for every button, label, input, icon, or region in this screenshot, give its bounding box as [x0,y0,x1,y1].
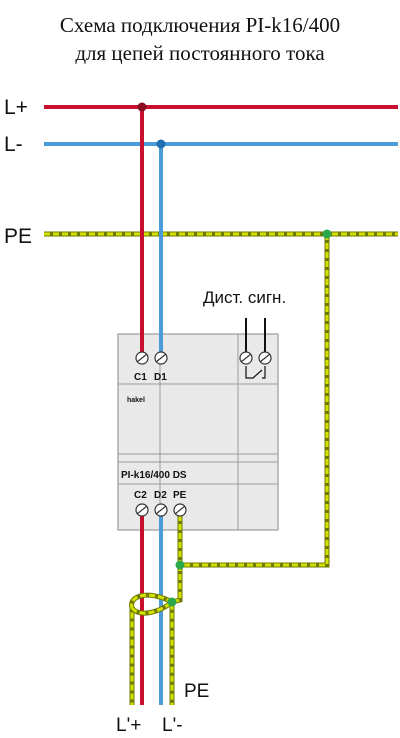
diagram-title-line-2: для цепей постоянного тока [75,41,325,65]
l-minus-label: L- [4,133,23,156]
l-minus-output-label: L'- [162,715,183,736]
l-plus-junction [137,102,147,112]
brand-logo: hakel [127,397,145,404]
terminal-c1-screw [135,351,149,365]
device-body [117,333,279,531]
terminal-c1-label: C1 [134,372,147,383]
signal-terminal-1-screw [239,351,253,365]
pe-output-wire [129,565,183,705]
signal-contact-symbol [245,366,266,379]
terminal-c2-screw [135,503,149,517]
l-plus-output-label: L'+ [116,715,141,736]
terminal-c2-label: C2 [134,490,147,501]
terminal-d2-screw [154,503,168,517]
pe-wire [177,234,330,568]
pe-label: PE [4,225,32,248]
pe-output-label: PE [184,681,209,702]
diagram-title-line-1: Схема подключения PI-k16/400 [59,13,341,37]
signal-terminal-2-screw [258,351,272,365]
l-minus-junction [156,139,166,149]
remote-signal-label: Дист. сигн. [203,288,286,307]
pe-output-junction [167,597,177,607]
terminal-pe-label: PE [173,490,187,501]
l-plus-label: L+ [4,96,28,119]
pe-device-junction [175,560,185,570]
terminal-pe-screw [173,503,187,517]
terminal-d2-label: D2 [154,490,167,501]
terminal-d1-screw [154,351,168,365]
terminal-d1-label: D1 [154,372,167,383]
device-model-label: PI-k16/400 DS [121,470,187,481]
pe-bus-junction [322,229,332,239]
